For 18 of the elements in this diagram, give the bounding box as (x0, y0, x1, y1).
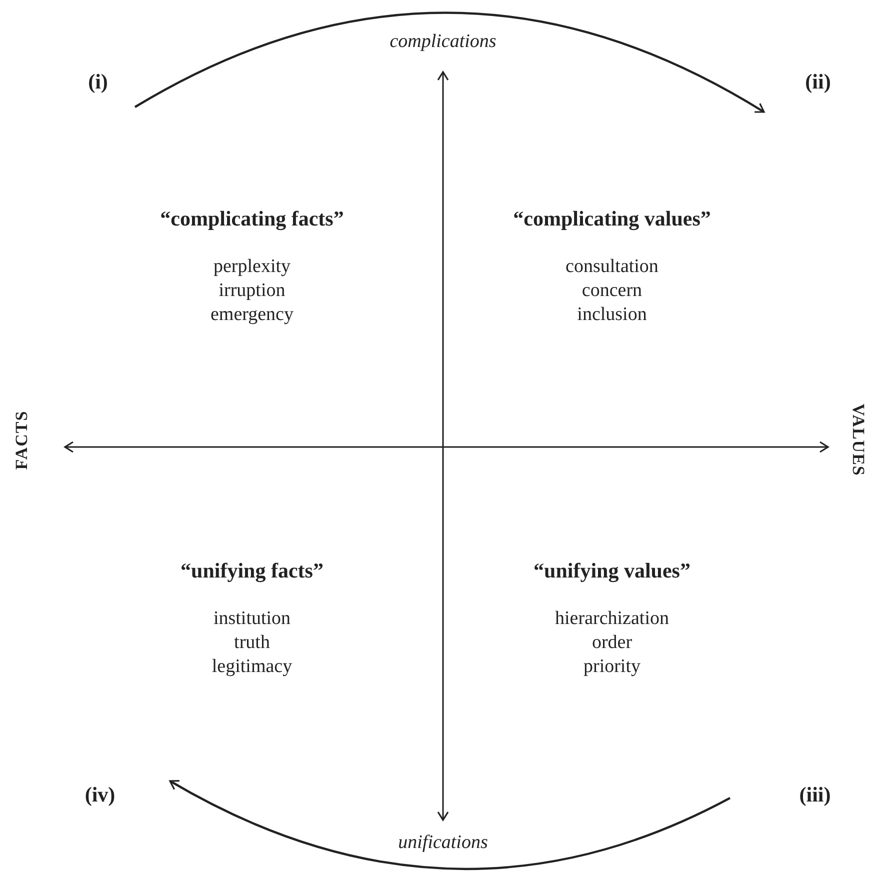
quadrant-term-list: institution truth legitimacy (212, 607, 292, 679)
quadrant-heading: “complicating values” (513, 206, 711, 232)
axis-label: VALUES (848, 404, 868, 476)
roman-numeral-label: (iii) (799, 782, 831, 808)
axis-label: unifications (398, 832, 488, 854)
quadrant-heading: “unifying facts” (180, 558, 324, 584)
quadrant-heading: “complicating facts” (160, 206, 344, 232)
roman-numeral-label: (i) (88, 70, 108, 94)
curved-arrow (134, 12, 765, 114)
axis-label: FACTS (12, 410, 32, 470)
quadrant-term-list: perplexity irruption emergency (210, 255, 294, 327)
axis-label: complications (390, 31, 496, 53)
quadrant-term-list: consultation concern inclusion (566, 255, 658, 327)
roman-numeral-label: (iv) (84, 782, 116, 808)
quadrant-term-list: hierarchization order priority (555, 607, 669, 679)
roman-numeral-label: (ii) (805, 70, 831, 94)
curved-arrow (169, 780, 730, 870)
quadrant-heading: “unifying values” (534, 558, 690, 584)
